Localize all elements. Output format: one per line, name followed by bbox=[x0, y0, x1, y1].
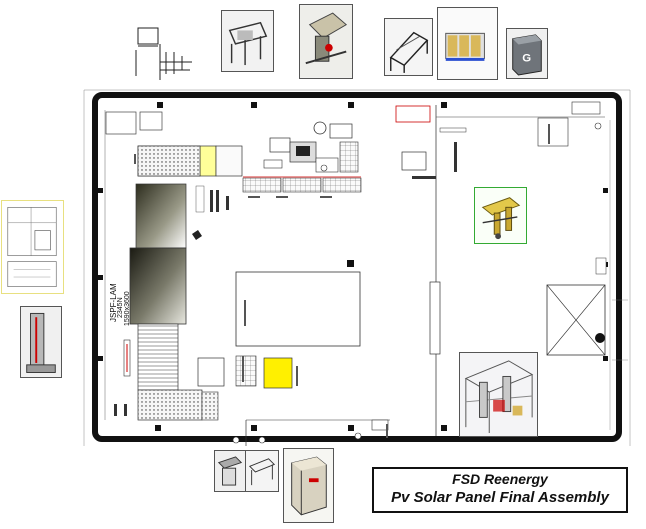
laminator-label-3: 1590x3600 bbox=[124, 291, 131, 326]
frame-icon bbox=[384, 18, 433, 76]
project-subtitle: Pv Solar Panel Final Assembly bbox=[391, 489, 609, 506]
drawing-icon bbox=[1, 200, 64, 294]
top-left-schematic bbox=[130, 24, 198, 84]
machine-icon bbox=[299, 4, 353, 79]
laminator-label-2: 2345N bbox=[117, 297, 124, 318]
frame-icon bbox=[221, 10, 274, 72]
svg-text:G: G bbox=[522, 53, 531, 65]
title-block: FSD Reenergy Pv Solar Panel Final Assemb… bbox=[372, 467, 628, 513]
project-title: FSD Reenergy bbox=[452, 471, 548, 487]
cabinet-icon bbox=[283, 448, 334, 523]
rack-icon bbox=[437, 7, 498, 80]
machine-icon bbox=[245, 450, 279, 492]
machine-icon bbox=[20, 306, 62, 378]
machine-icon bbox=[214, 450, 246, 492]
robot-icon bbox=[474, 187, 527, 244]
gantry-icon bbox=[459, 352, 538, 437]
cabinet-icon: G bbox=[506, 28, 548, 79]
